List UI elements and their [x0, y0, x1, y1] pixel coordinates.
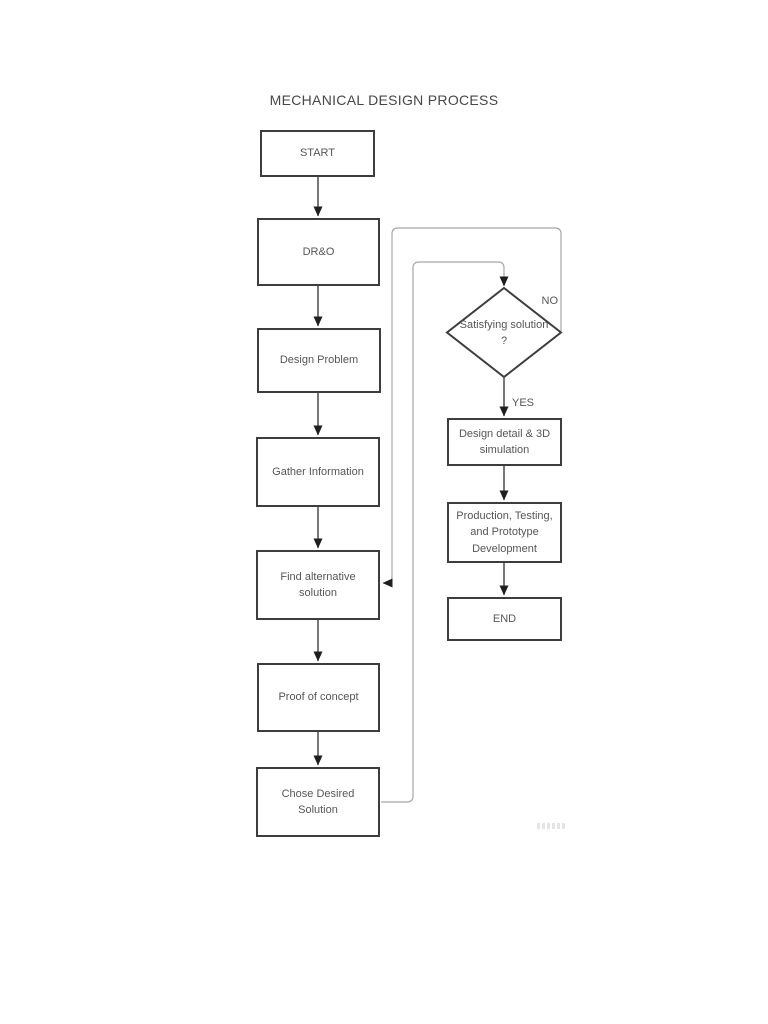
node-end: END — [447, 597, 562, 641]
decision-diamond-shape — [445, 286, 563, 379]
node-design-detail-label: Design detail & 3D simulation — [458, 427, 551, 457]
node-chose-desired: Chose Desired Solution — [256, 767, 380, 837]
node-decision: Satisfying solution ? — [459, 315, 549, 351]
node-production: Production, Testing, and Prototype Devel… — [447, 502, 562, 563]
node-chose-desired-label: Chose Desired Solution — [281, 787, 355, 817]
edge-decision-no-to-find-alternative — [382, 227, 562, 588]
node-proof-of-concept-label: Proof of concept — [278, 691, 359, 704]
node-production-label: Production, Testing, and Prototype Devel… — [456, 509, 553, 555]
node-find-alternative: Find alternative solution — [256, 550, 380, 620]
edge-chose-desired-to-decision — [381, 261, 509, 803]
node-dro-label: DR&O — [302, 245, 335, 258]
node-design-detail: Design detail & 3D simulation — [447, 418, 562, 466]
edge-label-no: NO — [541, 295, 559, 307]
node-start: START — [260, 130, 375, 177]
page-title: MECHANICAL DESIGN PROCESS — [269, 92, 499, 108]
node-start-label: START — [299, 147, 336, 160]
edge-label-yes: YES — [512, 397, 535, 409]
node-dro: DR&O — [257, 218, 380, 286]
faint-artifact — [537, 823, 565, 829]
node-design-problem-label: Design Problem — [279, 354, 359, 367]
node-gather-information-label: Gather Information — [272, 465, 364, 478]
node-decision-label: Satisfying solution ? — [459, 318, 549, 348]
node-find-alternative-label: Find alternative solution — [280, 570, 356, 600]
node-end-label: END — [492, 612, 517, 625]
node-proof-of-concept: Proof of concept — [257, 663, 380, 732]
node-design-problem: Design Problem — [257, 328, 381, 393]
node-gather-information: Gather Information — [256, 437, 380, 507]
